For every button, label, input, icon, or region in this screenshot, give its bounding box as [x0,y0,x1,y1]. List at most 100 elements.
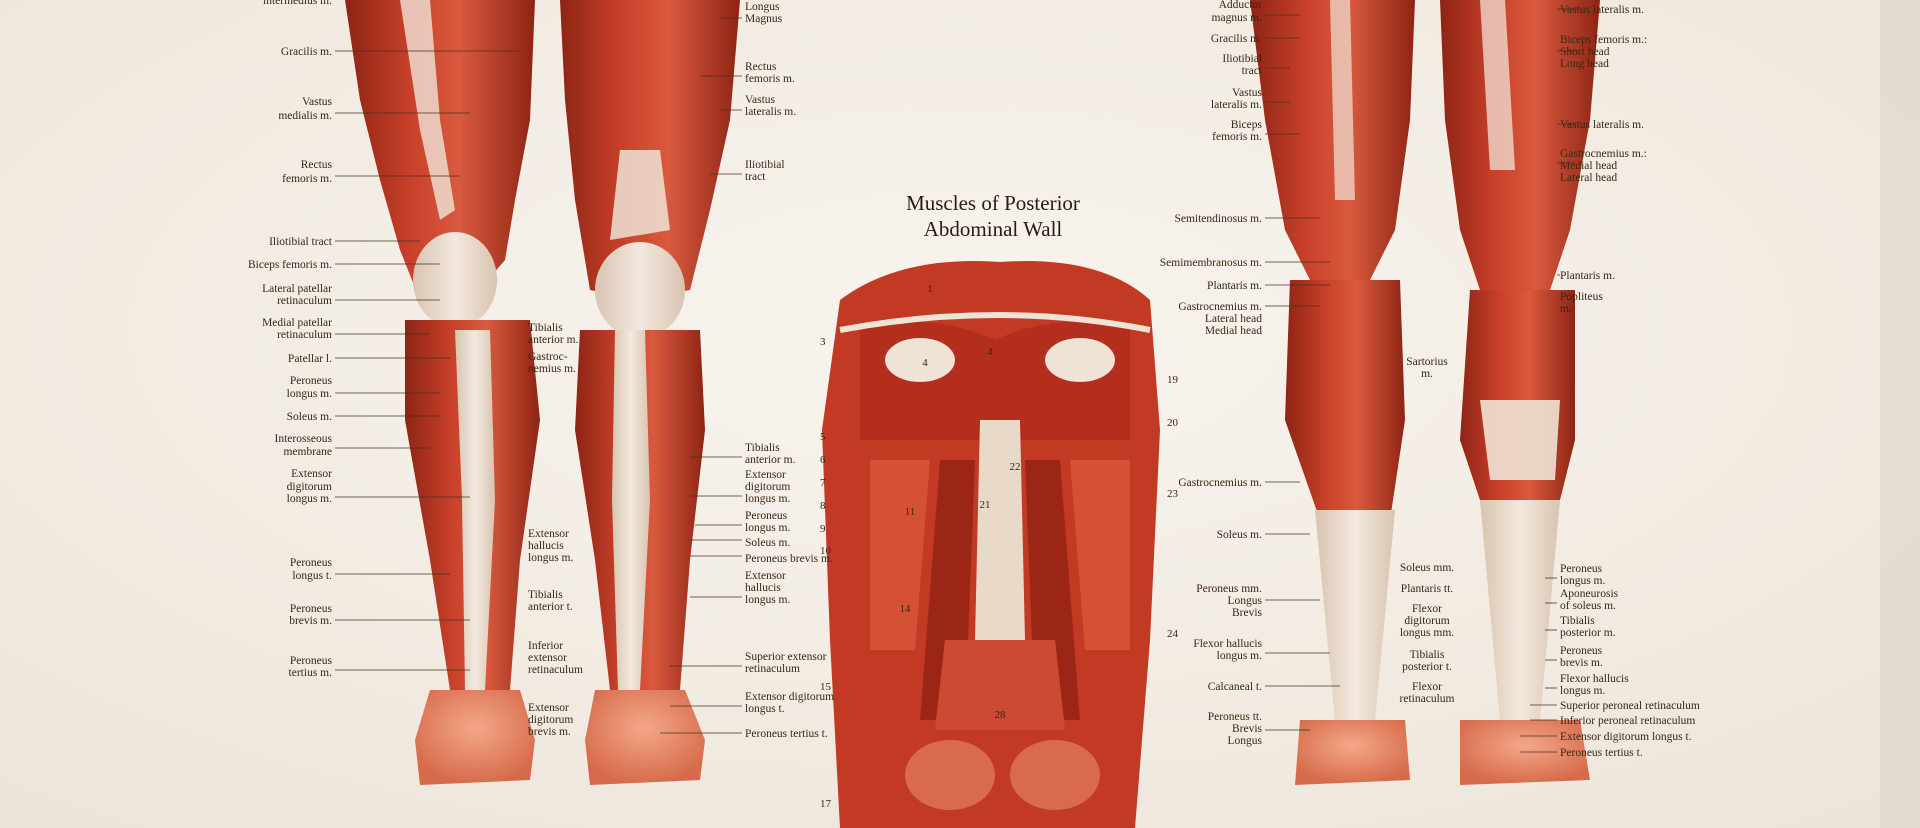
anterior-right-label-18: hallucis [745,582,781,594]
center-number-left-0: 3 [820,336,826,348]
anterior-left-label-20: longus m. [287,493,332,505]
anterior-mid-label-4: Extensor [528,528,569,540]
posterior-left-label-11: Plantaris m. [1207,280,1262,292]
posterior-left-label-3: Iliotibial [1222,53,1262,65]
posterior-right-label-16: posterior m. [1560,627,1616,639]
anterior-left-label-4: Rectus [301,159,333,171]
posterior-left-label-18: Longus [1228,595,1263,607]
anterior-left-label-14: longus m. [287,388,332,400]
posterior-heel-right [1460,720,1590,785]
posterior-thigh-right-stripe [1480,0,1515,170]
anterior-left-label-8: Lateral patellar [262,283,332,295]
posterior-right-label-4: Vastus lateralis m. [1560,119,1644,131]
posterior-mid-label-4: Flexor [1412,603,1442,615]
center-number-left-1: 5 [820,431,826,443]
posterior-mid-label-6: longus mm. [1400,627,1454,639]
posterior-left-label-12: Gastrocnemius m. [1178,301,1262,313]
iliacus-basin [935,640,1065,730]
anterior-right-label-12: longus m. [745,493,790,505]
diaphragm-tendon-left [885,338,955,382]
center-number-right-2: 23 [1167,488,1179,500]
center-number-right-3: 24 [1167,628,1179,640]
posterior-left-label-23: Peroneus tt. [1208,711,1262,723]
anterior-right-label-14: longus m. [745,522,790,534]
center-number-right-1: 20 [1167,417,1179,429]
center-number-left-2: 6 [820,454,826,466]
anterior-left-label-19: digitorum [287,481,332,493]
posterior-mid-label-7: Tibialis [1410,649,1445,661]
posterior-right-label-9: Popliteus [1560,291,1603,303]
center-number-inner-7: 28 [995,709,1007,721]
posterior-heel-left [1295,720,1410,785]
anterior-right-label-15: Soleus m. [745,537,790,549]
anterior-left-label-6: Iliotibial tract [269,236,333,248]
center-number-inner-3: 21 [980,499,991,511]
center-title-line2: Abdominal Wall [924,217,1063,241]
center-number-inner-4: 22 [1010,461,1021,473]
anterior-left-label-22: longus t. [292,570,332,582]
posterior-right-label-20: longus m. [1560,685,1605,697]
posterior-left-label-15: Gastrocnemius m. [1178,477,1262,489]
posterior-right-label-11: Peroneus [1560,563,1603,575]
anterior-right-label-9: anterior m. [745,454,796,466]
posterior-legs-illustration [1250,0,1600,785]
anterior-right-label-20: Superior extensor [745,651,827,663]
posterior-left-label-20: Flexor hallucis [1193,638,1262,650]
anterior-left-label-23: Peroneus [290,603,333,615]
anterior-right-label-5: lateralis m. [745,106,796,118]
posterior-left-label-2: Gracilis m. [1211,33,1262,45]
anterior-left-label-17: membrane [283,446,332,458]
posterior-right-label-23: Extensor digitorum longus t. [1560,731,1692,743]
anterior-right-label-22: Extensor digitorum [745,691,834,703]
anterior-mid-label-7: Tibialis [528,589,563,601]
anterior-left-label-26: tertius m. [289,667,333,679]
posterior-left-label-9: Semitendinosus m. [1174,213,1262,225]
anterior-left-label-24: brevis m. [289,615,332,627]
anterior-left-label-10: Medial patellar [262,317,332,329]
anterior-left-labels: intermedius m.Gracilis m.Vastusmedialis … [248,0,333,679]
anterior-mid-label-9: Inferior [528,640,563,652]
posterior-thigh-left [1250,0,1415,280]
anterior-left-label-3: medialis m. [278,110,332,122]
posterior-left-label-1: magnus m. [1212,12,1263,24]
anterior-mid-label-11: retinaculum [528,664,583,676]
posterior-mid-label-10: retinaculum [1400,693,1455,705]
anterior-mid-label-1: anterior m. [528,334,579,346]
posterior-right-label-13: Aponeurosis [1560,588,1619,600]
anterior-right-label-6: Iliotibial [745,159,785,171]
anterior-mid-label-12: Extensor [528,702,569,714]
anterior-right-label-8: Tibialis [745,442,780,454]
anterior-left-label-18: Extensor [291,468,332,480]
anterior-mid-label-2: Gastroc- [528,351,568,363]
diaphragm-tendon-right [1045,338,1115,382]
anterior-knee-left [413,232,497,328]
posterior-thigh-right [1440,0,1600,290]
anterior-mid-label-6: longus m. [528,552,573,564]
anterior-left-label-5: femoris m. [282,173,332,185]
quadratus-left [870,460,930,650]
posterior-right-label-18: brevis m. [1560,657,1603,669]
center-number-left-7: 15 [820,681,832,693]
anterior-right-label-13: Peroneus [745,510,788,522]
center-number-left-8: 17 [820,798,832,810]
anterior-right-label-0: Longus [745,1,780,13]
hip-joint-left [905,740,995,810]
posterior-right-label-3: Long head [1560,58,1609,70]
posterior-right-label-8: Plantaris m. [1560,270,1615,282]
anterior-legs-illustration [345,0,740,785]
posterior-calf-left [1285,280,1405,520]
anterior-left-label-0: intermedius m. [263,0,332,7]
posterior-left-label-0: Adductor [1219,0,1263,11]
leader-lines [335,8,1585,753]
posterior-left-label-17: Peroneus mm. [1196,583,1262,595]
anterior-mid-label-3: nemius m. [528,363,576,375]
anterior-right-label-21: retinaculum [745,663,800,675]
anterior-right-label-24: Peroneus tertius t. [745,728,828,740]
hip-joint-right [1010,740,1100,810]
